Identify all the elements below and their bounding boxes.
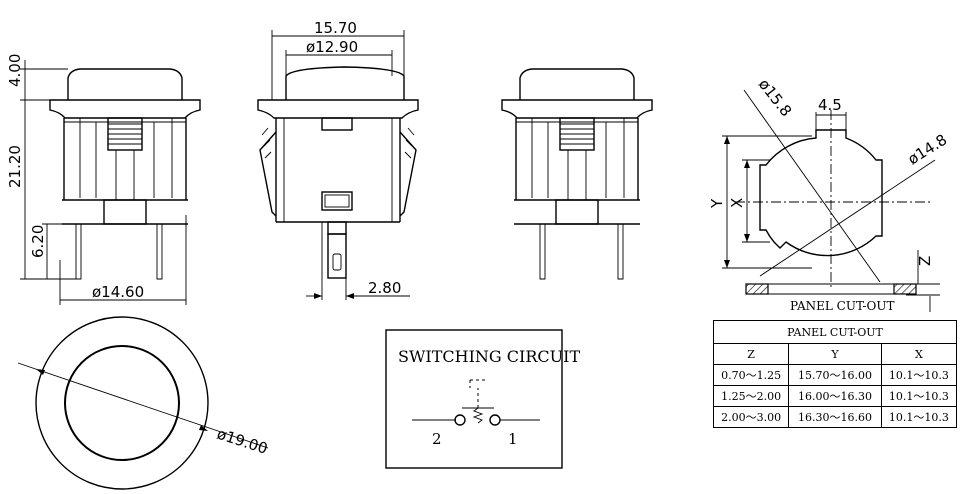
x-dim-label: X [728, 198, 746, 208]
cap-diameter-dim: ø12.90 [306, 38, 358, 56]
switching-circuit [385, 329, 563, 469]
terminal-offset-dim: 2.80 [368, 279, 401, 297]
cell-x: 10.1～10.3 [880, 364, 958, 386]
side-view [257, 30, 419, 300]
cap-height-dim: 4.00 [6, 54, 24, 87]
cell-y: 15.70～16.00 [788, 364, 882, 386]
bottom-view [17, 316, 269, 490]
table-row: 1.25～2.00 16.00～16.30 10.1～10.3 [712, 385, 958, 407]
panel-cutout-label: PANEL CUT-OUT [790, 299, 894, 313]
table-title: PANEL CUT-OUT [713, 320, 957, 344]
cell-x: 10.1～10.3 [880, 385, 958, 407]
key-width-dim: 4.5 [818, 96, 842, 114]
cell-z: 1.25～2.00 [712, 385, 790, 407]
switching-circuit-title: SWITCHING CIRCUIT [398, 347, 580, 366]
table-header-row: Z Y X [712, 343, 958, 365]
body-height-dim: 21.20 [6, 145, 24, 188]
overall-width-dim: 15.70 [314, 19, 357, 37]
y-dim-label: Y [708, 198, 726, 209]
rear-view [501, 68, 653, 280]
cell-z: 2.00～3.00 [712, 406, 790, 428]
cutout-minor-diameter: ø14.8 [905, 131, 951, 169]
table-title-row: PANEL CUT-OUT [713, 320, 957, 344]
terminal-2-label: 2 [432, 430, 442, 448]
header-x: X [880, 343, 958, 365]
pin-length-dim: 6.20 [29, 225, 47, 258]
table-row: 0.70～1.25 15.70～16.00 10.1～10.3 [712, 364, 958, 386]
cell-x: 10.1～10.3 [880, 406, 958, 428]
z-dim-label: Z [916, 256, 934, 266]
cell-y: 16.00～16.30 [788, 385, 882, 407]
header-y: Y [788, 343, 882, 365]
table-row: 2.00～3.00 16.30～16.60 10.1～10.3 [712, 406, 958, 428]
cell-z: 0.70～1.25 [712, 364, 790, 386]
flange-diameter-dim: ø19.00 [215, 425, 270, 458]
panel-cutout-view [722, 89, 940, 312]
terminal-1-label: 1 [508, 430, 518, 448]
panel-cutout-table: PANEL CUT-OUT Z Y X 0.70～1.25 15.70～16.0… [712, 320, 958, 428]
header-z: Z [712, 343, 790, 365]
body-diameter-dim: ø14.60 [92, 283, 144, 301]
cell-y: 16.30～16.60 [788, 406, 882, 428]
front-view [20, 60, 201, 305]
